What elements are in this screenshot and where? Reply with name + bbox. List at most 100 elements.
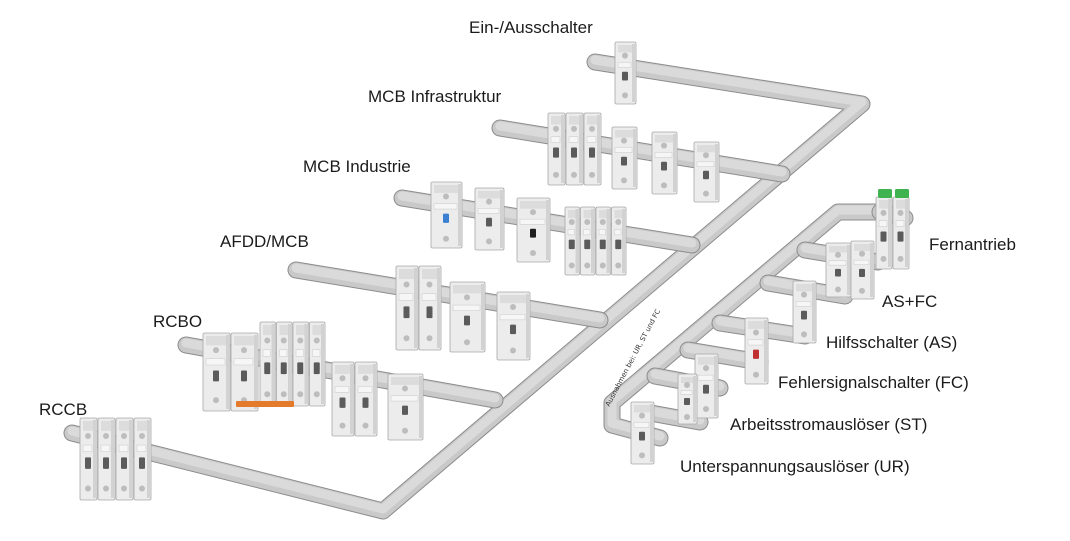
toggle-handle [859, 268, 865, 277]
module-side [673, 134, 677, 192]
module-cap [587, 116, 597, 125]
terminal-screw [241, 347, 247, 354]
rail-afdd-top [291, 263, 605, 323]
toggle-handle [835, 268, 841, 277]
terminal-screw [486, 198, 492, 205]
module-cap [520, 201, 546, 209]
busbar [236, 401, 294, 407]
label-window [334, 386, 350, 393]
toggle-handle [297, 362, 304, 375]
terminal-screw [622, 92, 628, 99]
terminal-screw [403, 335, 410, 342]
module-cap [681, 377, 693, 383]
toggle-handle [339, 397, 346, 408]
label-window [499, 314, 526, 321]
terminal-screw [753, 329, 759, 336]
module-side [597, 115, 601, 183]
toggle-handle [615, 239, 622, 250]
module-cap [599, 210, 607, 219]
toggle-handle [703, 384, 709, 394]
terminal-screw [121, 433, 127, 440]
terminal-screw [571, 171, 577, 178]
module-cap [279, 325, 288, 336]
breaker-module-icon [474, 187, 505, 251]
terminal-screw [801, 291, 807, 298]
module-cap [206, 336, 226, 346]
module-cap [615, 130, 633, 138]
module-side [633, 129, 637, 187]
terminal-screw [661, 182, 667, 189]
breaker-module-icon [694, 353, 719, 419]
label-window [295, 349, 304, 357]
toggle-handle [622, 71, 628, 81]
label-window [633, 422, 650, 428]
terminal-screw [622, 52, 628, 59]
module-cap [119, 421, 129, 431]
label-window [614, 229, 622, 236]
label-window [262, 349, 271, 357]
terminal-screw [426, 335, 433, 342]
toggle-handle [530, 228, 536, 238]
terminal-screw [426, 281, 433, 288]
module-side [714, 356, 718, 416]
toggle-handle [703, 170, 709, 180]
label-window [233, 358, 254, 366]
breaker-module-icon [850, 240, 875, 300]
label-window [550, 136, 561, 143]
toggle-handle [213, 370, 219, 382]
terminal-screw [859, 250, 865, 257]
toggle-handle [443, 213, 449, 223]
module-cap [829, 246, 847, 253]
terminal-screw [568, 218, 575, 225]
module-side [870, 243, 874, 297]
terminal-screw [615, 262, 622, 269]
module-side [622, 209, 626, 273]
terminal-screw [464, 294, 470, 301]
terminal-screw [402, 427, 408, 434]
terminal-screw [621, 177, 627, 184]
module-cap [697, 145, 715, 153]
module-cap [263, 325, 272, 336]
module-side [693, 376, 697, 422]
label-arbeitsstromausloeser: Arbeitsstromauslöser (ST) [730, 415, 928, 434]
module-side [591, 209, 595, 273]
toggle-handle [241, 370, 247, 382]
module-side [764, 320, 768, 382]
toggle-handle [362, 397, 369, 408]
module-side [226, 335, 230, 409]
terminal-screw [753, 371, 759, 378]
module-side [129, 420, 133, 498]
label-window [568, 136, 579, 143]
module-cap [500, 295, 526, 304]
module-cap [896, 200, 905, 209]
terminal-screw [530, 209, 536, 216]
module-side [304, 324, 309, 404]
module-side [111, 420, 115, 498]
toggle-handle [897, 231, 904, 242]
actuator-cap [878, 189, 892, 198]
module-cap [312, 325, 321, 336]
terminal-screw [85, 433, 91, 440]
terminal-screw [568, 262, 575, 269]
module-side [888, 199, 892, 267]
toggle-handle [402, 405, 408, 415]
label-window [312, 349, 321, 357]
actuator-cap [895, 189, 909, 198]
label-window [583, 229, 591, 236]
label-window [357, 386, 373, 393]
toggle-handle [264, 362, 271, 375]
terminal-screw [362, 422, 369, 429]
terminal-screw [801, 331, 807, 338]
label-rcbo: RCBO [153, 312, 203, 331]
terminal-screw [703, 406, 709, 413]
terminal-screw [880, 209, 887, 216]
terminal-screw [264, 337, 271, 344]
terminal-screw [589, 125, 595, 132]
label-window [586, 136, 597, 143]
module-side [575, 209, 580, 273]
terminal-screw [121, 485, 127, 492]
toggle-handle [510, 324, 516, 335]
terminal-screw [703, 365, 709, 372]
module-side [321, 324, 325, 404]
